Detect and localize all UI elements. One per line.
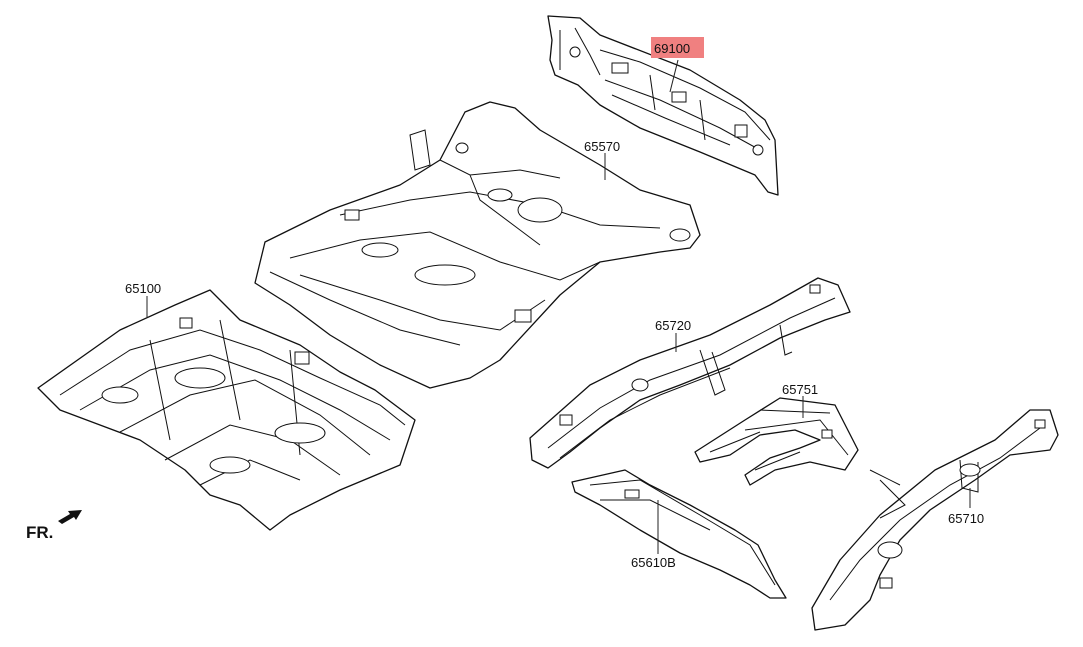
label-65710[interactable]: 65710 <box>948 511 984 526</box>
label-65720[interactable]: 65720 <box>655 318 691 333</box>
part-65570-rear-floor[interactable] <box>254 101 701 389</box>
front-label: FR. <box>26 523 53 542</box>
part-65710-rear-side-member[interactable] <box>811 409 1059 631</box>
front-indicator: FR. <box>26 510 82 542</box>
label-65570[interactable]: 65570 <box>584 139 620 154</box>
part-69100-rear-panel[interactable] <box>547 15 779 196</box>
label-65610B[interactable]: 65610B <box>631 555 676 570</box>
part-65720-rear-side-member[interactable] <box>529 277 851 469</box>
label-69100[interactable]: 69100 <box>654 41 690 56</box>
front-arrow-icon <box>58 510 82 524</box>
part-65751-cross-member[interactable] <box>694 397 859 486</box>
part-65100-front-floor[interactable] <box>37 289 416 531</box>
highlight-box-69100 <box>651 37 704 58</box>
label-65751[interactable]: 65751 <box>782 382 818 397</box>
part-65610B-side-member[interactable] <box>571 469 787 599</box>
leader-69100 <box>669 59 679 93</box>
label-65100[interactable]: 65100 <box>125 281 161 296</box>
